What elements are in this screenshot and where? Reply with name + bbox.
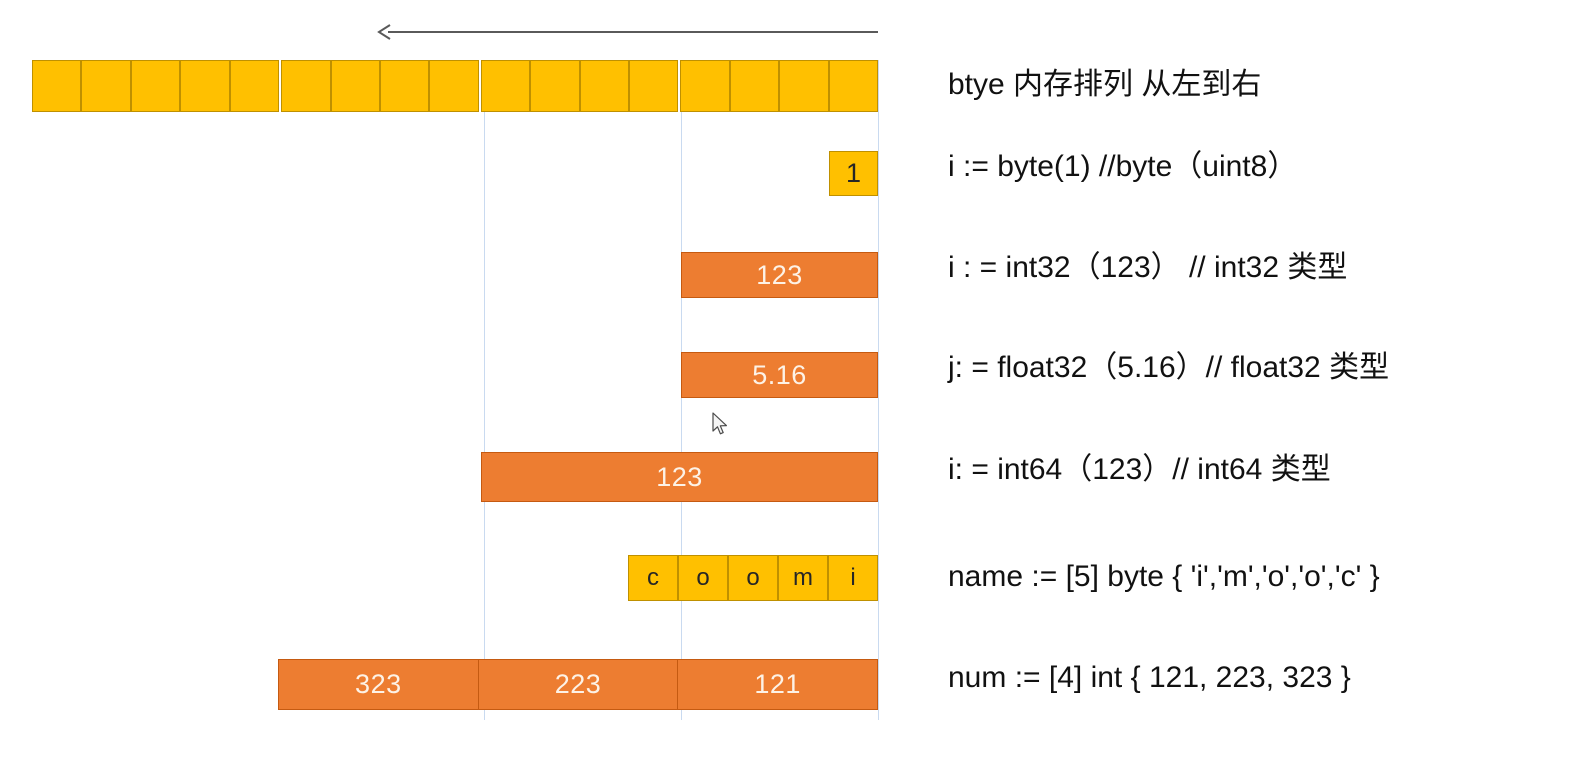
guide-line-right xyxy=(878,60,879,720)
char-cell: o xyxy=(728,555,778,601)
byte-cell xyxy=(81,60,131,112)
byte-cell xyxy=(130,60,181,112)
byte-cell xyxy=(180,60,230,112)
char-cell: c xyxy=(628,555,678,601)
value-bar-segment: 223 xyxy=(479,660,679,709)
byte-cell xyxy=(530,60,580,112)
value-text: 223 xyxy=(554,669,602,699)
value-text: 123 xyxy=(656,461,703,492)
code-label-float32: j: = float32（5.16）// float32 类型 xyxy=(948,351,1390,384)
byte-cell xyxy=(629,60,679,112)
value-text: 123 xyxy=(756,259,803,290)
direction-arrow-line xyxy=(388,31,878,33)
memory-byte-strip xyxy=(32,60,879,112)
byte-cell xyxy=(429,60,479,112)
byte-cell xyxy=(32,60,82,112)
char-text: m xyxy=(793,564,813,591)
char-text: o xyxy=(746,564,760,591)
code-label-byte-array: name := [5] byte { 'i','m','o','o','c' } xyxy=(948,560,1380,593)
char-cell: i xyxy=(828,555,878,601)
byte-cell xyxy=(729,60,780,112)
code-label-byte-uint8: i := byte(1) //byte（uint8） xyxy=(948,150,1298,183)
code-label-int-array: num := [4] int { 121, 223, 323 } xyxy=(948,661,1351,694)
char-text: i xyxy=(850,564,856,591)
byte-cell xyxy=(680,60,730,112)
code-label-int32: i : = int32（123） // int32 类型 xyxy=(948,251,1348,284)
char-text: o xyxy=(696,564,710,591)
char-text: c xyxy=(647,564,659,591)
char-cell: o xyxy=(678,555,728,601)
value-array-byte-chars: c o o m i xyxy=(628,555,878,601)
value-text: 121 xyxy=(754,669,801,699)
value-bar-float32: 5.16 xyxy=(681,352,878,398)
value-text: 323 xyxy=(355,669,402,699)
byte-cell xyxy=(229,60,280,112)
value-text: 1 xyxy=(845,158,862,188)
value-box-byte-uint8: 1 xyxy=(829,151,878,196)
value-bar-segment: 121 xyxy=(678,660,877,709)
value-bar-int32: 123 xyxy=(681,252,878,298)
value-bar-int64: 123 xyxy=(481,452,878,502)
guide-line-left xyxy=(484,60,485,720)
value-bar-int-array: 323 223 121 xyxy=(278,659,878,710)
byte-cell xyxy=(828,60,879,112)
code-label-int64: i: = int64（123）// int64 类型 xyxy=(948,453,1331,486)
diagram-title-note: btye 内存排列 从左到右 xyxy=(948,68,1262,101)
value-text: 5.16 xyxy=(752,359,807,390)
value-bar-segment: 323 xyxy=(279,660,479,709)
byte-cell xyxy=(579,60,630,112)
byte-cell xyxy=(281,60,331,112)
char-cell: m xyxy=(778,555,828,601)
byte-cell xyxy=(480,60,531,112)
byte-cell xyxy=(779,60,829,112)
mouse-pointer-icon xyxy=(712,412,730,438)
byte-cell xyxy=(379,60,430,112)
byte-cell xyxy=(330,60,380,112)
